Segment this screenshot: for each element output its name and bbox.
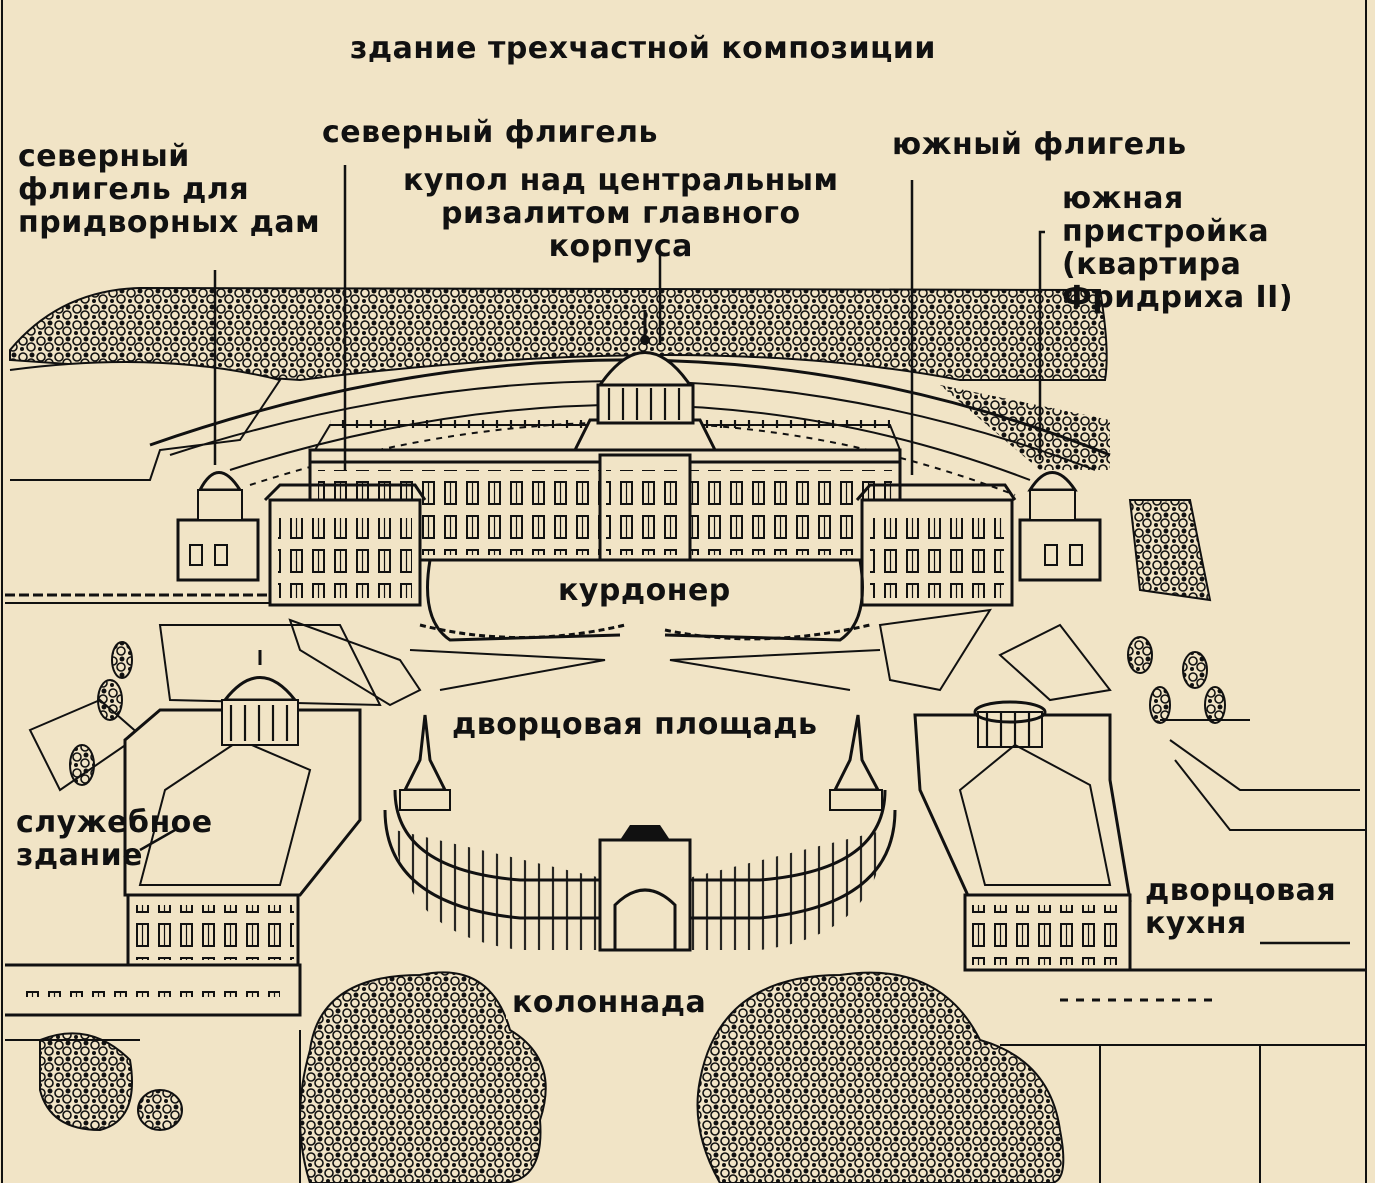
label-service-building: служебное здание xyxy=(16,806,213,872)
label-line: корпуса xyxy=(548,229,693,264)
label-line: пристройка xyxy=(1062,214,1270,249)
label-colonnade: колоннада xyxy=(506,986,713,1019)
label-south-annex: южная пристройка (квартира Фридриха II) xyxy=(1062,182,1293,314)
label-line: служебное xyxy=(16,805,213,840)
label-line: ризалитом главного xyxy=(440,196,801,231)
label-line: (квартира xyxy=(1062,247,1242,282)
south-wing xyxy=(855,483,1017,607)
label-palace-kitchen: дворцовая кухня xyxy=(1145,874,1336,940)
label-line: кухня xyxy=(1145,906,1247,941)
colonnade-structure xyxy=(383,714,897,952)
label-south-wing: южный флигель xyxy=(892,127,1187,162)
fences xyxy=(5,593,270,604)
label-cour-d-honneur: курдонер xyxy=(552,574,737,607)
service-building xyxy=(123,650,362,967)
left-lawn xyxy=(9,361,282,481)
north-wing xyxy=(263,483,427,607)
label-dome: купол над центральным ризалитом главного… xyxy=(403,164,839,263)
label-line: купол над центральным xyxy=(403,163,839,198)
label-line: северный xyxy=(18,139,190,174)
label-north-wing: северный флигель xyxy=(322,115,658,150)
label-north-ladies-wing: северный флигель для придворных дам xyxy=(18,140,320,239)
palace-kitchen-building xyxy=(913,700,1132,972)
north-ladies-pavilion xyxy=(176,471,260,582)
label-line: Фридриха II) xyxy=(1062,280,1294,315)
label-line: дворцовая xyxy=(1145,873,1337,908)
label-line: придворных дам xyxy=(18,205,321,240)
label-line: здание xyxy=(16,838,143,873)
palace-square-paths xyxy=(28,608,1365,831)
scattered-trees xyxy=(69,385,1226,786)
tree-belt xyxy=(9,286,1108,382)
leader-lines xyxy=(139,165,1350,945)
central-dome xyxy=(572,310,718,562)
label-line: южная xyxy=(1062,181,1184,216)
south-annex-pavilion xyxy=(1018,471,1102,582)
cour-d-honneur-shape xyxy=(419,559,871,642)
label-palace-square: дворцовая площадь xyxy=(446,708,824,741)
label-line: флигель для xyxy=(18,172,250,207)
diagram-title: здание трехчастной композиции xyxy=(350,31,936,66)
